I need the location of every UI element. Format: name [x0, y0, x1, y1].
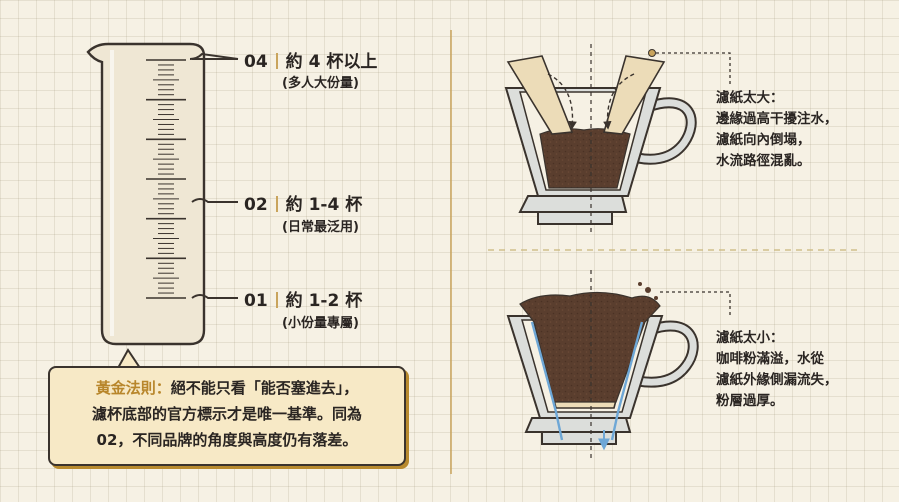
label-separator: [275, 53, 278, 69]
cup-label-04: 04 約 4 杯以上: [244, 47, 377, 72]
cup-range-04: 約 4 杯以上: [285, 52, 378, 72]
cup-label-02: 02 約 1-4 杯: [244, 190, 362, 215]
cup-label-01: 01 約 1-2 杯: [244, 286, 362, 311]
too-big-line: 邊緣過高干擾注水，: [716, 111, 838, 127]
too-small-line: 咖啡粉滿溢，水從: [716, 351, 824, 367]
golden-rule-text-1: 絕不能只看「能否塞進去」，: [170, 379, 359, 397]
too-big-line: 水流路徑混亂。: [716, 153, 811, 169]
golden-rule-title: 黃金法則：: [95, 379, 171, 397]
label-separator: [275, 292, 278, 308]
too-big-title: 濾紙太大：: [716, 90, 784, 106]
cup-code-01: 01: [244, 291, 268, 311]
dripper-too-big: [504, 44, 731, 234]
cup-range-02: 約 1-4 杯: [285, 195, 363, 215]
cup-code-04: 04: [244, 52, 268, 72]
golden-rule-line-3: 02，不同品牌的角度與高度仍有落差。: [96, 431, 358, 449]
golden-rule-line-1: 黃金法則：絕不能只看「能否塞進去」，: [50, 375, 404, 401]
cup-code-02: 02: [244, 195, 268, 215]
cup-note-02: (日常最泛用): [282, 220, 359, 235]
cup-scale-ticks: [146, 59, 186, 299]
too-small-line: 粉層過厚。: [716, 393, 784, 409]
measuring-cup: [86, 42, 206, 346]
cup-pointer-lines: [189, 52, 239, 299]
label-separator: [275, 196, 278, 212]
cup-note-01: (小份量專屬): [282, 316, 359, 331]
too-small-note: 濾紙太小： 咖啡粉滿溢，水從 濾紙外緣側漏流失， 粉層過厚。: [716, 328, 838, 412]
too-big-note: 濾紙太大： 邊緣過高干擾注水， 濾紙向內倒塌， 水流路徑混亂。: [716, 88, 838, 172]
too-big-line: 濾紙向內倒塌，: [716, 132, 811, 148]
too-small-title: 濾紙太小：: [716, 330, 784, 346]
golden-rule-line-2: 濾杯底部的官方標示才是唯一基準。同為: [91, 405, 362, 423]
cup-range-01: 約 1-2 杯: [285, 291, 363, 311]
cup-note-04: (多人大份量): [282, 76, 359, 91]
golden-rule-callout: 黃金法則：絕不能只看「能否塞進去」， 濾杯底部的官方標示才是唯一基準。同為 02…: [48, 366, 406, 466]
dripper-too-small: [506, 270, 731, 458]
too-small-line: 濾紙外緣側漏流失，: [716, 372, 838, 388]
